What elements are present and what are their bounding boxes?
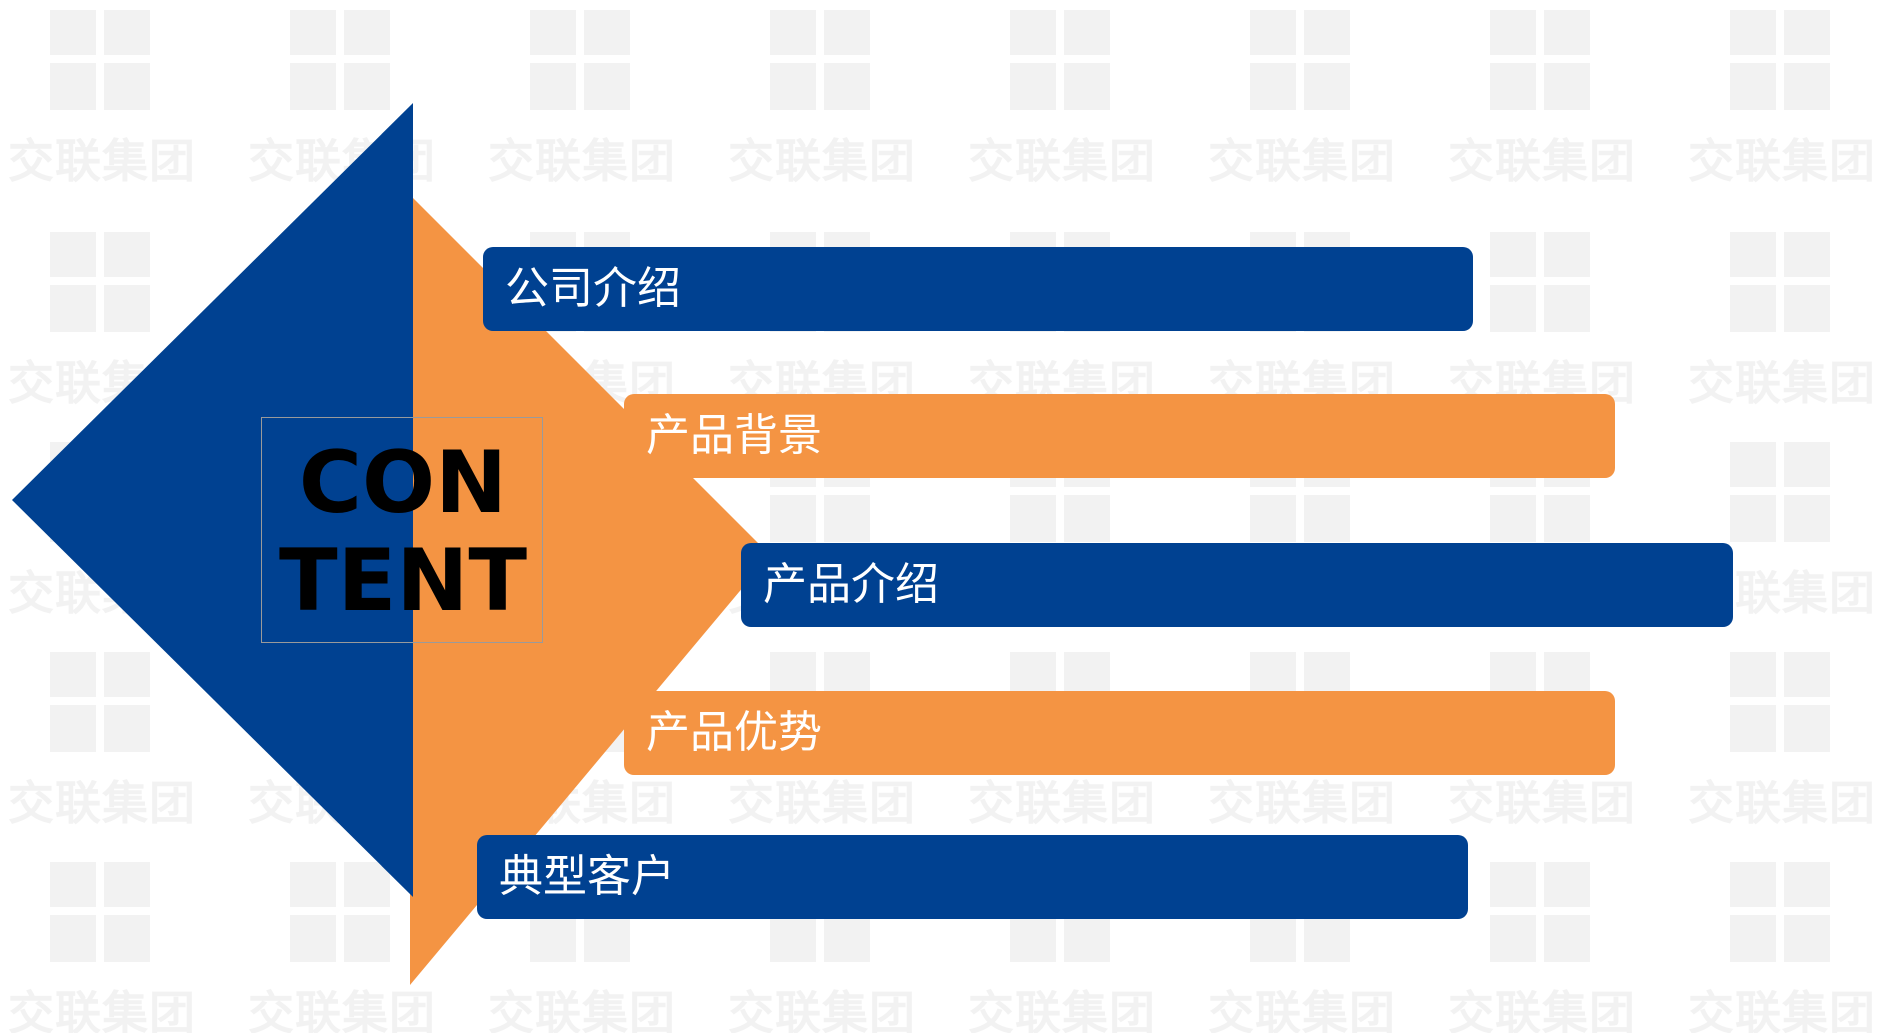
menu-item-company-intro[interactable]: 公司介绍 <box>483 247 1473 331</box>
content-title-line-1: CON <box>298 433 508 533</box>
menu-item-label: 公司介绍 <box>505 263 681 314</box>
orange-arrow-shape <box>410 195 770 985</box>
menu-item-label: 产品介绍 <box>763 559 939 610</box>
blue-arrow-shape <box>12 103 413 897</box>
content-title-line-2: TENT <box>278 531 528 631</box>
menu-item-label: 产品优势 <box>646 707 822 758</box>
content-title-box: CON TENT <box>261 417 543 643</box>
menu-item-label: 产品背景 <box>646 410 822 461</box>
menu-item-label: 典型客户 <box>499 851 675 902</box>
menu-item-product-background[interactable]: 产品背景 <box>624 394 1615 478</box>
menu-item-product-intro[interactable]: 产品介绍 <box>741 543 1733 627</box>
menu-item-product-advantages[interactable]: 产品优势 <box>624 691 1615 775</box>
menu-item-typical-customers[interactable]: 典型客户 <box>477 835 1468 919</box>
